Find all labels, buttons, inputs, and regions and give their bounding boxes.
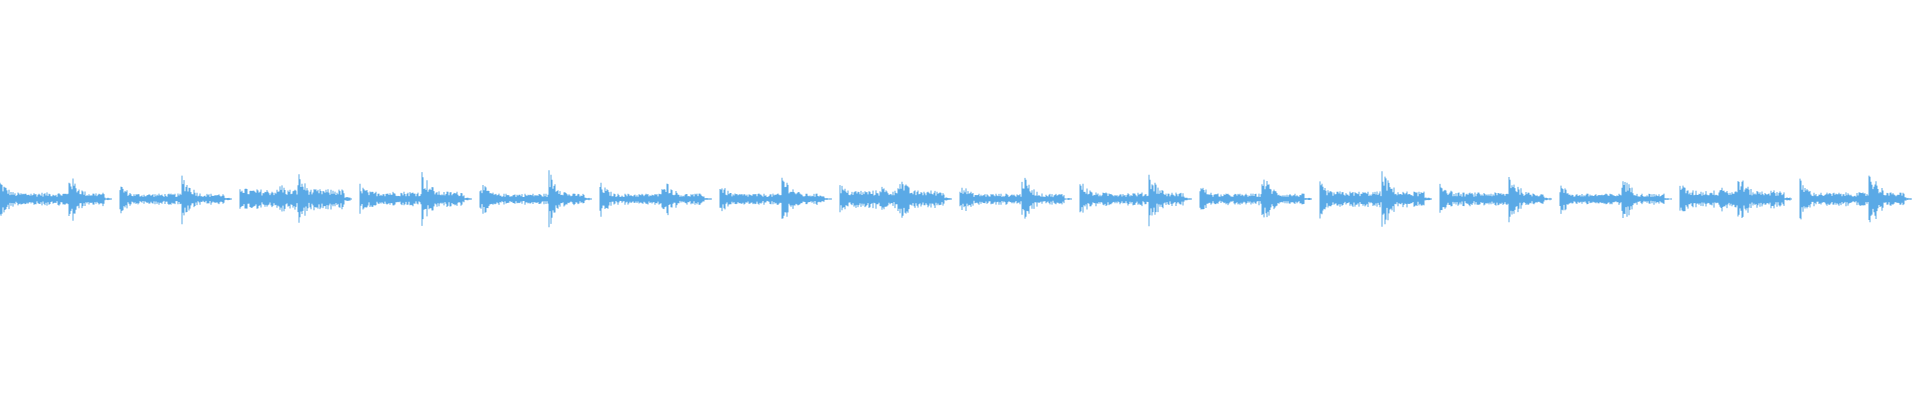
waveform-segment [1559,181,1671,218]
waveform-segment [1199,179,1311,218]
waveform-segment [959,177,1071,219]
waveform-segment [599,182,711,217]
waveform-segment [0,178,111,221]
waveform-segment [719,177,831,219]
waveform-segment [1319,171,1431,227]
waveform-segment [479,170,591,228]
waveform-segment [239,174,351,223]
waveform-segment [119,175,231,225]
waveform-segment [1799,175,1911,223]
waveform-segment [1439,177,1551,223]
waveform-segment [839,181,951,218]
waveform-segment [359,172,471,226]
waveform-segment [1679,180,1791,218]
waveform-segment [1079,174,1191,227]
